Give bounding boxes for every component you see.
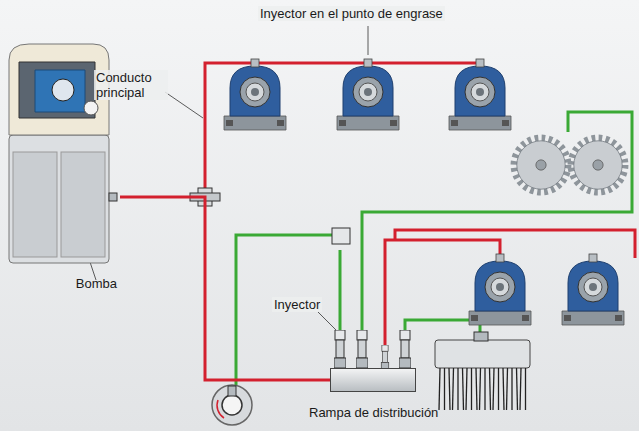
node-label: Bomba xyxy=(76,276,117,291)
distribution-manifold: Rampa de distribución xyxy=(330,368,416,392)
main-conduit xyxy=(120,197,330,380)
node-label: Rampa de distribución xyxy=(309,405,438,420)
callout-label: Inyector xyxy=(272,297,322,312)
callout-label: Inyector en el punto de engrase xyxy=(258,6,445,21)
callout-label: Conducto principal xyxy=(94,70,168,100)
